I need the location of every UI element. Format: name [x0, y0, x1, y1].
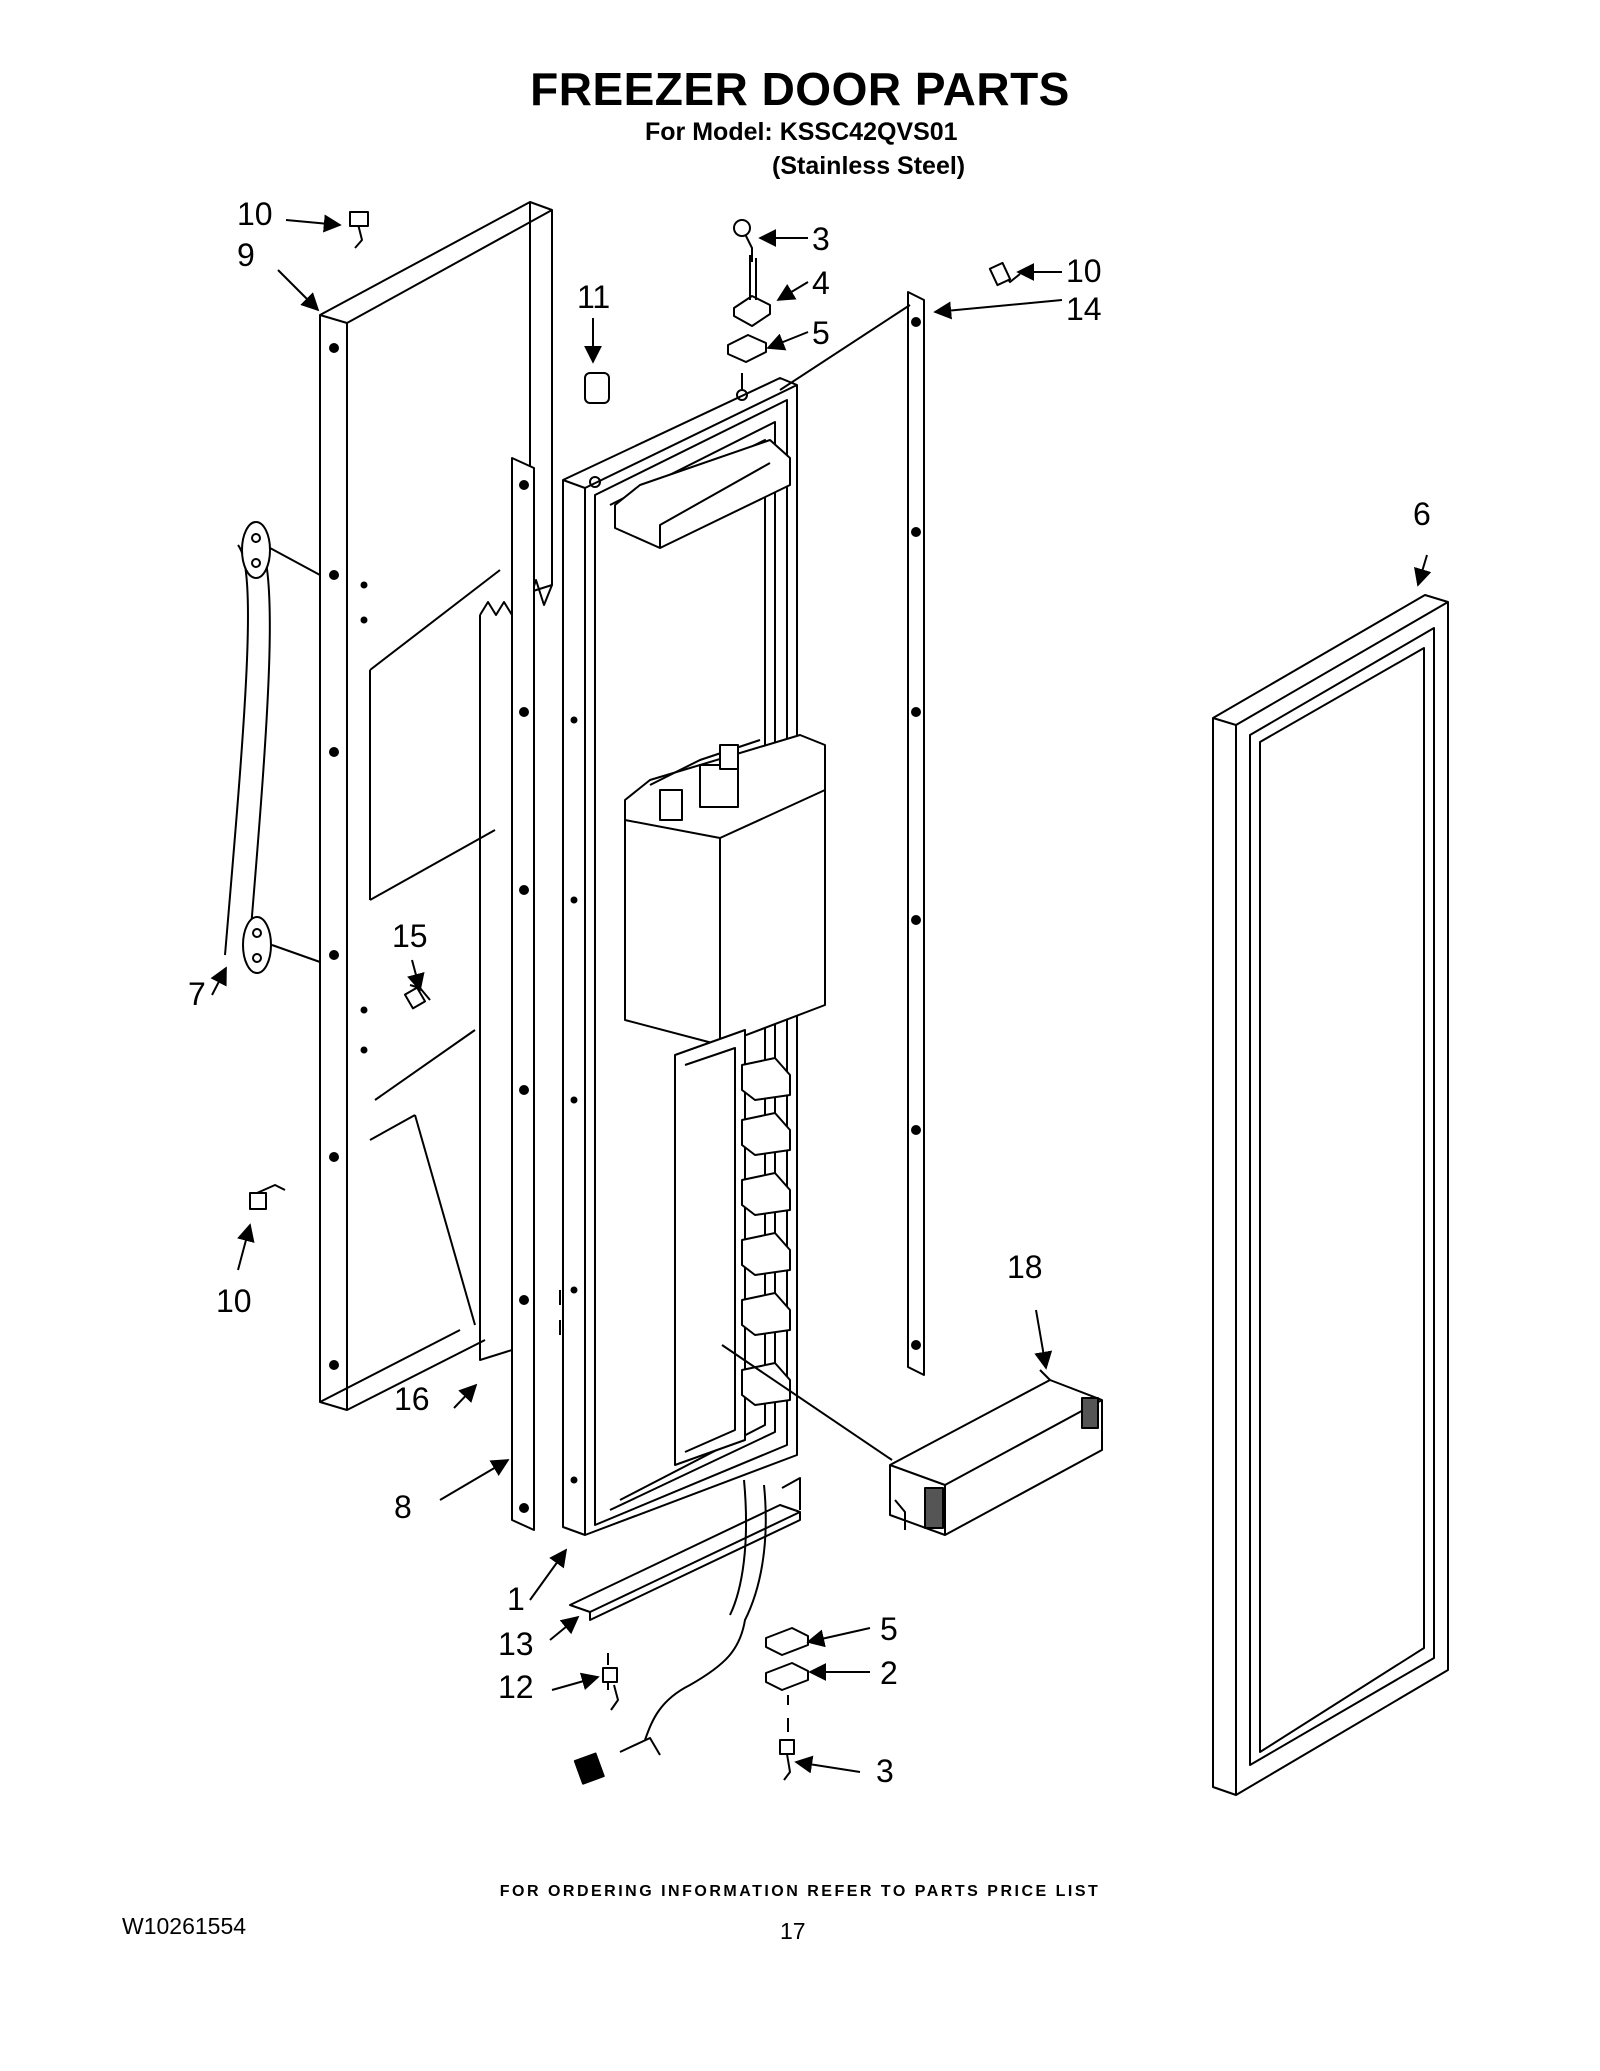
side-trim-strip	[511, 457, 561, 1531]
callout-7: 7	[188, 976, 206, 1012]
callout-4: 4	[812, 265, 830, 301]
page-title: FREEZER DOOR PARTS	[530, 63, 1070, 115]
door-gasket	[1212, 594, 1449, 1796]
callout-6: 6	[1413, 496, 1431, 532]
callout-12: 12	[498, 1669, 534, 1705]
callout-11: 11	[577, 279, 610, 315]
callout-1: 1	[507, 1581, 525, 1617]
callout-14: 14	[1066, 291, 1102, 327]
callout-3-bottom: 3	[876, 1753, 894, 1789]
callout-8: 8	[394, 1489, 412, 1525]
callout-arrows	[210, 214, 1432, 1774]
callout-5-bottom: 5	[880, 1611, 898, 1647]
callout-10-top-right: 10	[1066, 253, 1102, 289]
callout-9: 9	[237, 237, 255, 273]
callout-2: 2	[880, 1655, 898, 1691]
page-number: 17	[780, 1918, 806, 1944]
hinge-side-strip	[907, 291, 925, 1376]
callout-18: 18	[1007, 1249, 1043, 1285]
callout-labels: 10 9 3 4 5 10 14 11 6 7 15 10 16 8 1 13 …	[188, 196, 1431, 1789]
callout-15: 15	[392, 918, 428, 954]
callout-5-top: 5	[812, 315, 830, 351]
door-liner-assembly	[562, 377, 826, 1536]
callout-10-top-left: 10	[237, 196, 273, 232]
door-handle	[224, 521, 321, 974]
callout-3-top: 3	[812, 221, 830, 257]
insulation-liner	[479, 601, 513, 1361]
outer-door-panel	[319, 201, 553, 1411]
ordering-note: FOR ORDERING INFORMATION REFER TO PARTS …	[499, 1883, 1101, 1900]
callout-10-left: 10	[216, 1283, 252, 1319]
callout-16: 16	[394, 1381, 430, 1417]
top-hinge-assembly	[727, 219, 771, 390]
lower-hinge-assembly	[569, 1477, 809, 1785]
finish-line: (Stainless Steel)	[772, 152, 966, 180]
document-number: W10261554	[122, 1913, 247, 1939]
leader-lines	[374, 304, 911, 1461]
model-line: For Model: KSSC42QVS01	[645, 118, 958, 146]
door-bin	[889, 1369, 1103, 1536]
callout-13: 13	[498, 1626, 534, 1662]
door-plug	[584, 372, 610, 404]
